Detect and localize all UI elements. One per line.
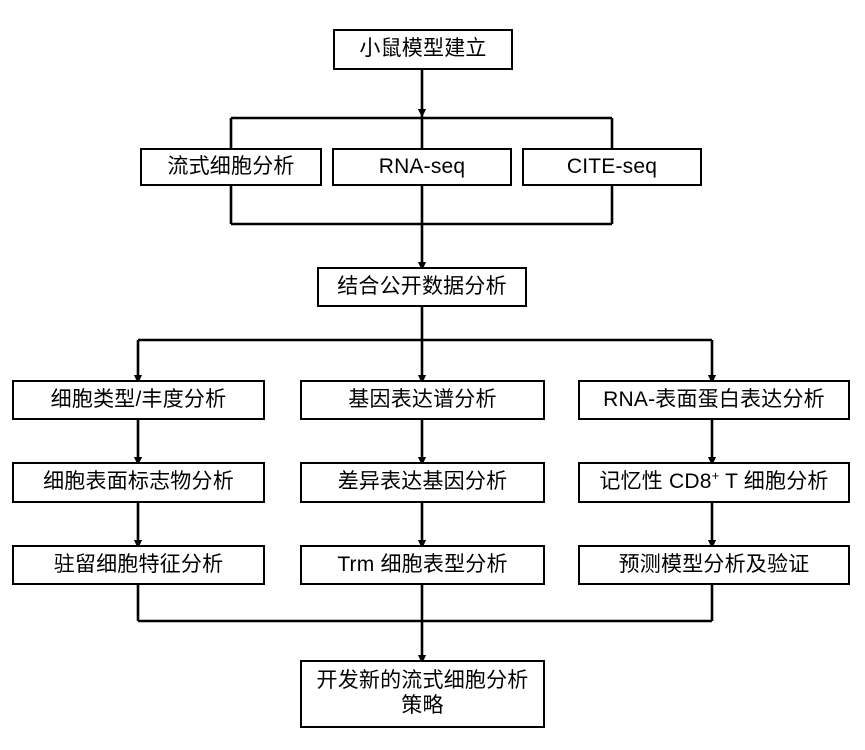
node-public-data-analysis-label: 结合公开数据分析 xyxy=(337,274,507,298)
node-memory-cd8-t-cell-label: 记忆性 CD8+ T 细胞分析 xyxy=(599,468,829,495)
node-predictive-model-validation[interactable]: 预测模型分析及验证 xyxy=(578,545,850,585)
node-cite-seq[interactable]: CITE-seq xyxy=(522,148,702,186)
node-gene-expression-profile-label: 基因表达谱分析 xyxy=(348,387,497,411)
node-cell-surface-markers[interactable]: 细胞表面标志物分析 xyxy=(12,462,265,503)
node-final-strategy-label: 开发新的流式细胞分析 策略 xyxy=(316,669,529,717)
node-resident-cell-features[interactable]: 驻留细胞特征分析 xyxy=(12,545,265,585)
node-trm-phenotype[interactable]: Trm 细胞表型分析 xyxy=(300,545,545,585)
node-differential-expression-label: 差异表达基因分析 xyxy=(337,470,508,494)
node-flow-cytometry[interactable]: 流式细胞分析 xyxy=(140,148,322,186)
node-final-strategy[interactable]: 开发新的流式细胞分析 策略 xyxy=(300,660,545,728)
node-trm-phenotype-label: Trm 细胞表型分析 xyxy=(337,552,508,576)
node-flow-cytometry-label: 流式细胞分析 xyxy=(167,154,295,178)
node-memory-cd8-t-cell-prefix: 记忆性 CD8 xyxy=(599,470,712,494)
node-public-data-analysis[interactable]: 结合公开数据分析 xyxy=(317,267,527,307)
node-predictive-model-validation-label: 预测模型分析及验证 xyxy=(618,552,810,576)
node-mouse-model[interactable]: 小鼠模型建立 xyxy=(333,29,513,70)
node-memory-cd8-superscript: + xyxy=(711,468,720,484)
node-gene-expression-profile[interactable]: 基因表达谱分析 xyxy=(300,380,545,420)
node-rna-seq-label: RNA-seq xyxy=(378,154,466,178)
node-resident-cell-features-label: 驻留细胞特征分析 xyxy=(53,552,224,576)
node-memory-cd8-t-cell[interactable]: 记忆性 CD8+ T 细胞分析 xyxy=(578,462,850,503)
node-rna-surface-protein[interactable]: RNA-表面蛋白表达分析 xyxy=(578,380,850,420)
node-cell-surface-markers-label: 细胞表面标志物分析 xyxy=(43,470,234,494)
node-cell-type-abundance[interactable]: 细胞类型/丰度分析 xyxy=(12,380,265,420)
node-memory-cd8-t-cell-suffix: T 细胞分析 xyxy=(719,470,829,494)
node-cell-type-abundance-label: 细胞类型/丰度分析 xyxy=(50,387,227,411)
node-rna-seq[interactable]: RNA-seq xyxy=(332,148,512,186)
node-cite-seq-label: CITE-seq xyxy=(566,154,658,178)
node-rna-surface-protein-label: RNA-表面蛋白表达分析 xyxy=(603,387,825,411)
node-differential-expression[interactable]: 差异表达基因分析 xyxy=(300,462,545,503)
node-mouse-model-label: 小鼠模型建立 xyxy=(359,37,487,61)
